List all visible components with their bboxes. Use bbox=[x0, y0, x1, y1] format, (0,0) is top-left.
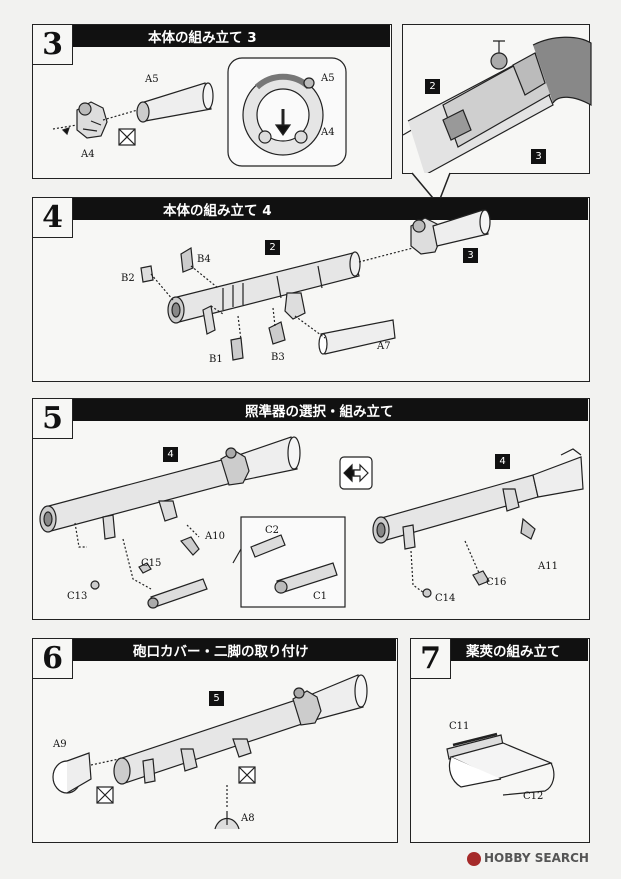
step-5-header: 照準器の選択・組み立て bbox=[33, 399, 588, 421]
part-a8: A8 bbox=[241, 813, 255, 824]
watermark: HOBBY SEARCH bbox=[467, 851, 589, 866]
part-a4: A4 bbox=[81, 149, 95, 160]
part-c14: C14 bbox=[435, 593, 456, 604]
step-4-title: 本体の組み立て 4 bbox=[163, 203, 272, 219]
step-5-number: 5 bbox=[33, 399, 73, 439]
step-6-number: 6 bbox=[33, 639, 73, 679]
step-4-header: 本体の組み立て 4 bbox=[33, 198, 588, 220]
step-7-panel: 薬莢の組み立て 7 C11 C12 bbox=[410, 638, 590, 843]
step-5-ref-right: 4 bbox=[495, 454, 510, 469]
step-4-ref-3: 3 bbox=[463, 248, 478, 263]
part-c12: C12 bbox=[523, 791, 544, 802]
part-c13: C13 bbox=[67, 591, 88, 602]
part-b4: B4 bbox=[197, 254, 211, 265]
part-a5-detail: A5 bbox=[321, 73, 335, 84]
part-c1: C1 bbox=[313, 591, 328, 602]
step-5-panel: 照準器の選択・組み立て 5 bbox=[32, 398, 590, 620]
step-3-illustration bbox=[52, 57, 347, 167]
part-a10: A10 bbox=[205, 531, 225, 542]
part-c15: C15 bbox=[141, 558, 162, 569]
step-6-panel: 砲口カバー・二脚の取り付け 6 bbox=[32, 638, 398, 843]
step-4-panel: 本体の組み立て 4 4 bbox=[32, 197, 590, 382]
step-5-illustration bbox=[39, 436, 584, 609]
part-b3: B3 bbox=[271, 352, 285, 363]
hobby-search-logo-icon bbox=[467, 851, 481, 866]
part-c2: C2 bbox=[265, 525, 280, 536]
step-4-ref-2: 2 bbox=[265, 240, 280, 255]
watermark-text: HOBBY SEARCH bbox=[484, 851, 589, 865]
step-6-title: 砲口カバー・二脚の取り付け bbox=[133, 644, 309, 660]
part-c16: C16 bbox=[486, 577, 507, 588]
step-6-ref-5: 5 bbox=[209, 691, 224, 706]
callout-panel: 2 3 bbox=[402, 24, 592, 176]
step-3-title: 本体の組み立て 3 bbox=[148, 30, 257, 46]
part-b2: B2 bbox=[121, 273, 135, 284]
step-3-header: 本体の組み立て 3 bbox=[33, 25, 390, 47]
step-4-number: 4 bbox=[33, 198, 73, 238]
step-5-title: 照準器の選択・組み立て bbox=[245, 404, 394, 420]
step-7-illustration bbox=[446, 732, 555, 796]
part-b1: B1 bbox=[209, 354, 223, 365]
part-a9: A9 bbox=[53, 739, 67, 750]
step-7-title: 薬莢の組み立て bbox=[466, 644, 561, 660]
part-c11: C11 bbox=[449, 721, 470, 732]
part-a11: A11 bbox=[538, 561, 558, 572]
step-3-panel: 本体の組み立て 3 3 bbox=[32, 24, 392, 179]
step-6-illustration bbox=[52, 674, 368, 830]
step-3-number: 3 bbox=[33, 25, 73, 65]
callout-illustration bbox=[402, 36, 592, 176]
step-7-number: 7 bbox=[411, 639, 451, 679]
callout-ref-top: 2 bbox=[425, 79, 440, 94]
part-a5: A5 bbox=[145, 74, 159, 85]
step-7-header: 薬莢の組み立て bbox=[411, 639, 588, 661]
callout-ref-bottom: 3 bbox=[531, 149, 546, 164]
step-4-illustration bbox=[140, 209, 491, 361]
part-a4-detail: A4 bbox=[321, 127, 335, 138]
step-5-ref-left: 4 bbox=[163, 447, 178, 462]
part-a7: A7 bbox=[377, 341, 391, 352]
step-6-header: 砲口カバー・二脚の取り付け bbox=[33, 639, 396, 661]
